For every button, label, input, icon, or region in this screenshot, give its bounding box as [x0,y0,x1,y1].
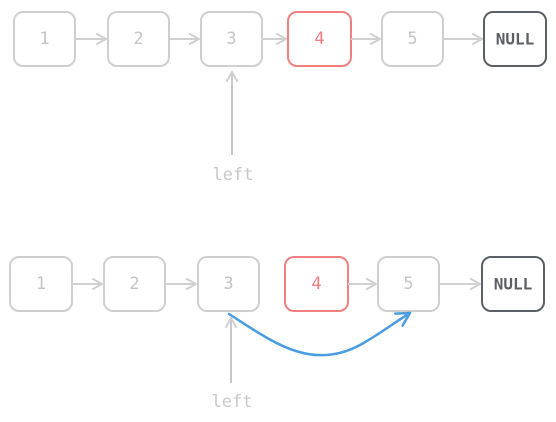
top-null-node: NULL [483,11,547,67]
top-node-3: 3 [200,11,263,67]
bottom-node-4: 4 [284,256,349,312]
bottom-node-1-label: 1 [36,274,46,294]
top-node-2: 2 [107,11,170,67]
top-node-1-label: 1 [39,29,49,49]
bottom-node-4-label: 4 [311,274,321,294]
bottom-null-label: NULL [494,275,533,294]
top-node-5-label: 5 [407,29,417,49]
top-null-label: NULL [496,30,535,49]
bottom-node-5-label: 5 [403,274,413,294]
top-list: 1 2 3 4 5 NULL left [13,11,547,185]
bottom-list: 1 2 3 4 5 NULL left [9,256,545,412]
top-node-4: 4 [287,11,352,67]
bottom-null-node: NULL [481,256,545,312]
top-node-4-label: 4 [314,29,324,49]
bottom-node-2-label: 2 [129,274,139,294]
top-node-2-label: 2 [133,29,143,49]
top-node-5: 5 [381,11,444,67]
bottom-node-2: 2 [103,256,166,312]
bottom-node-1: 1 [9,256,73,312]
bottom-node-3: 3 [197,256,260,312]
top-left-pointer-label: left [213,165,254,185]
bottom-node-3-label: 3 [223,274,233,294]
bottom-node-5: 5 [377,256,440,312]
bottom-left-pointer-label: left [212,392,253,412]
top-node-1: 1 [13,11,76,67]
bottom-relink-arrow [227,311,412,357]
top-node-3-label: 3 [226,29,236,49]
